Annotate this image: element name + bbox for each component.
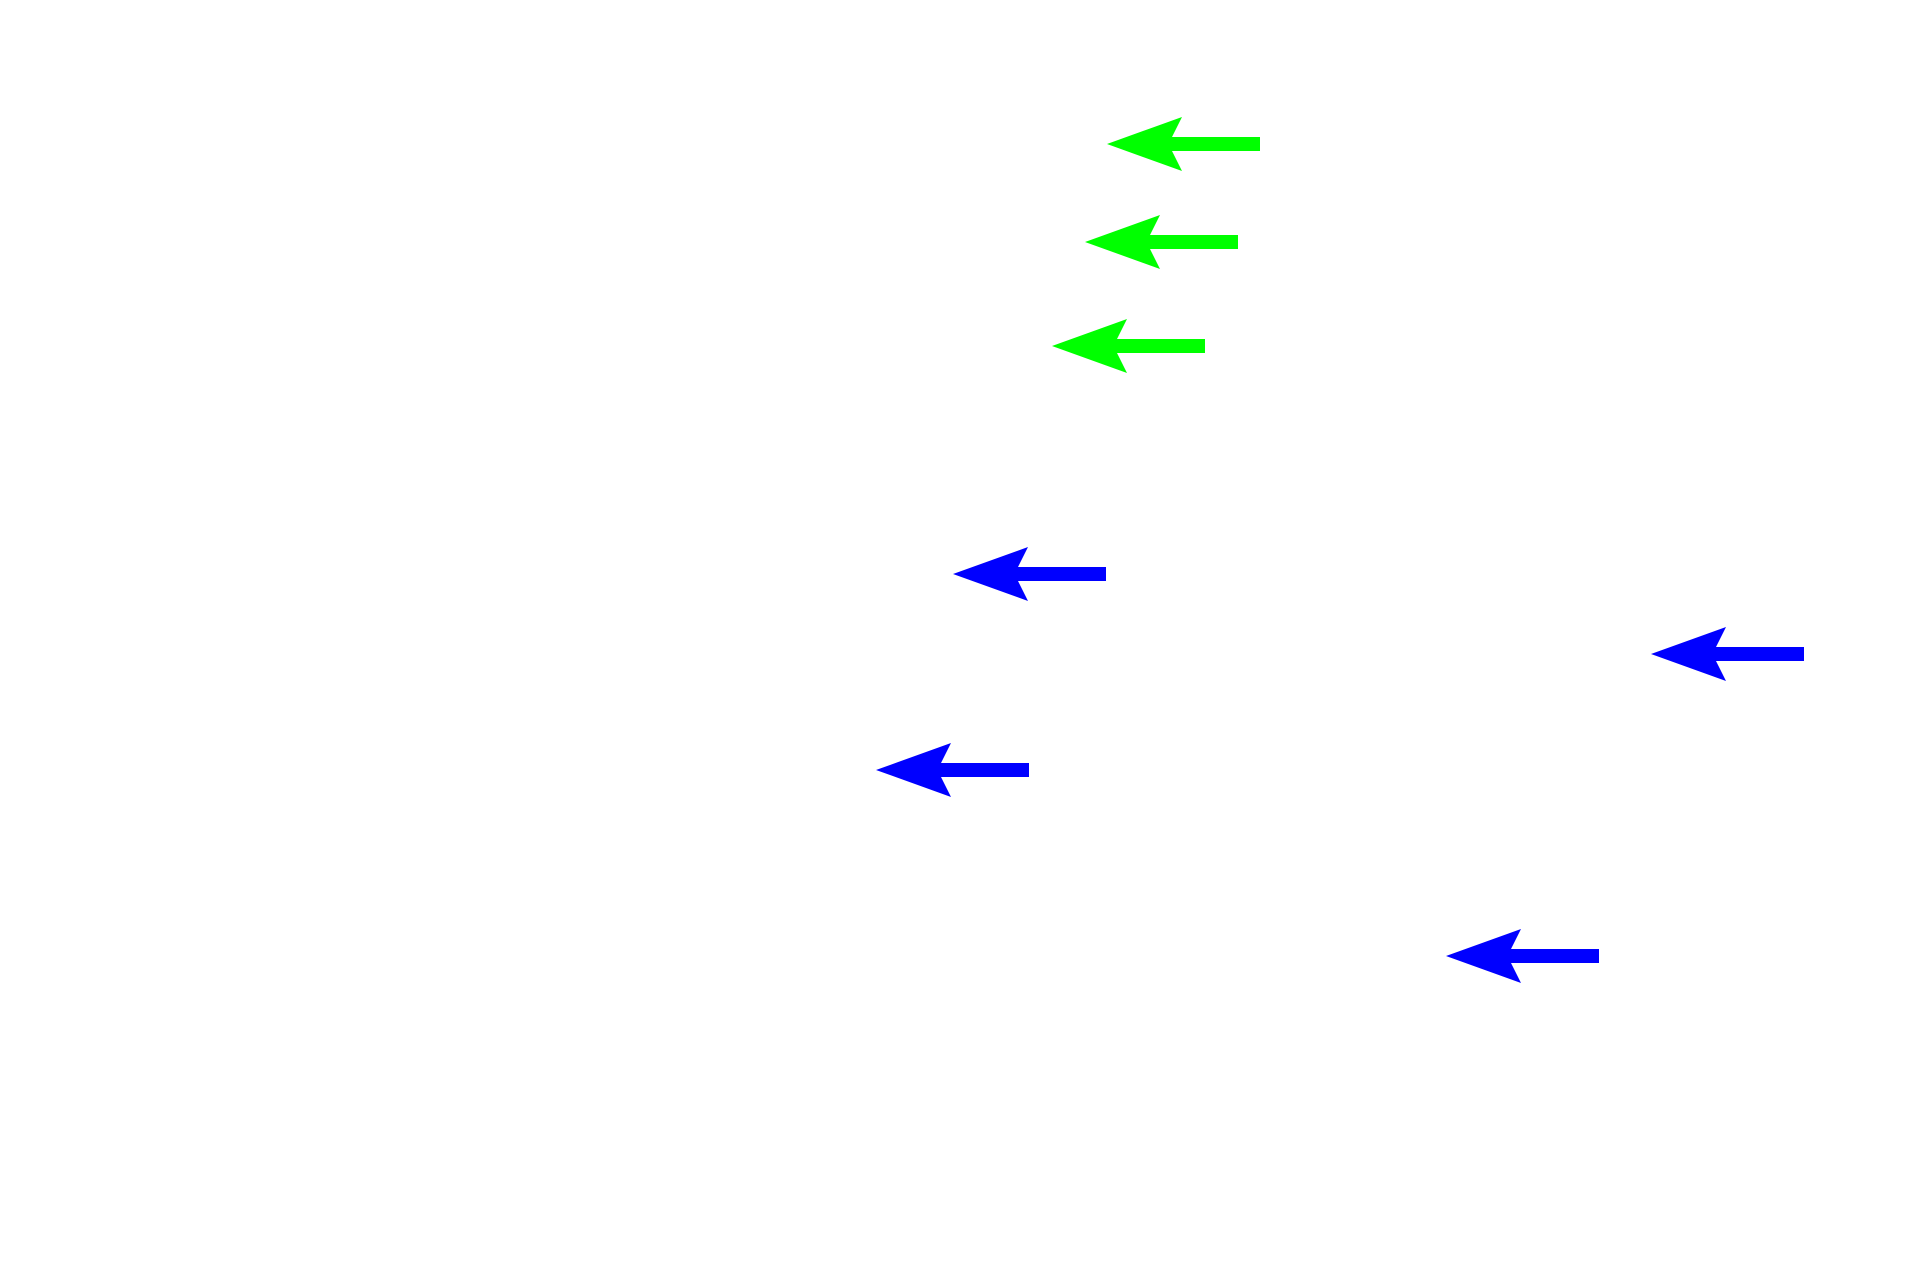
arrow-left-icon: [1085, 215, 1238, 269]
arrow-left-icon: [1446, 929, 1599, 983]
arrow-left-icon: [1107, 117, 1260, 171]
arrow-left-icon: [876, 743, 1029, 797]
arrow-left-icon: [1052, 319, 1205, 373]
arrow-layer: [876, 117, 1804, 983]
arrow-left-icon: [1651, 627, 1804, 681]
arrow-left-icon: [953, 547, 1106, 601]
